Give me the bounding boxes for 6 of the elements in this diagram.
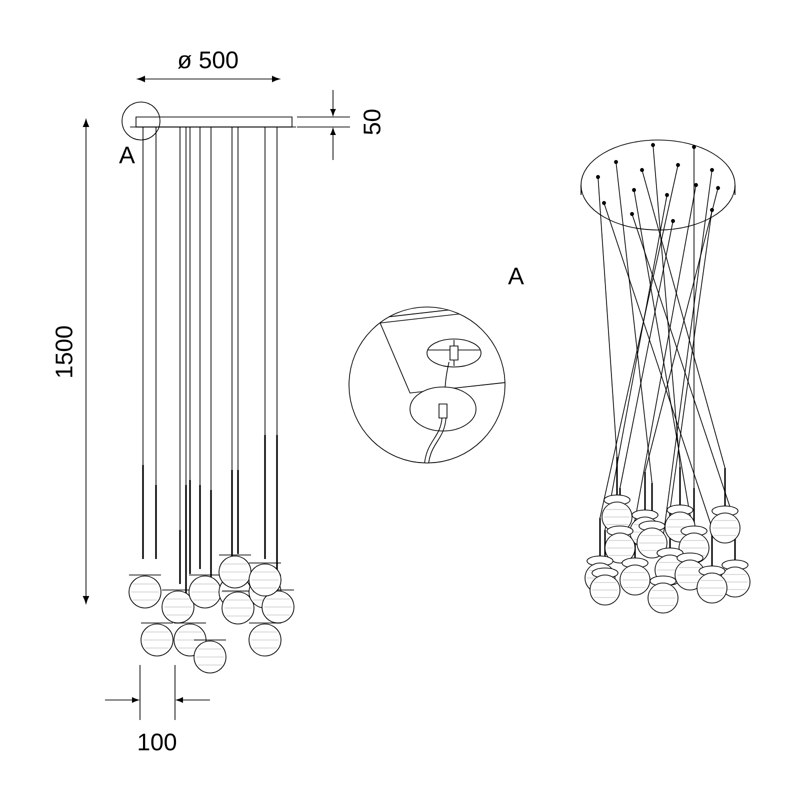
- callout-letter: A: [119, 146, 135, 164]
- dimension-label: 1500: [56, 326, 72, 377]
- dimension-label: ø 500: [178, 51, 238, 69]
- dimension-label: 100: [138, 734, 176, 750]
- dimension-label: 50: [364, 110, 380, 134]
- callout-letter: A: [508, 268, 524, 284]
